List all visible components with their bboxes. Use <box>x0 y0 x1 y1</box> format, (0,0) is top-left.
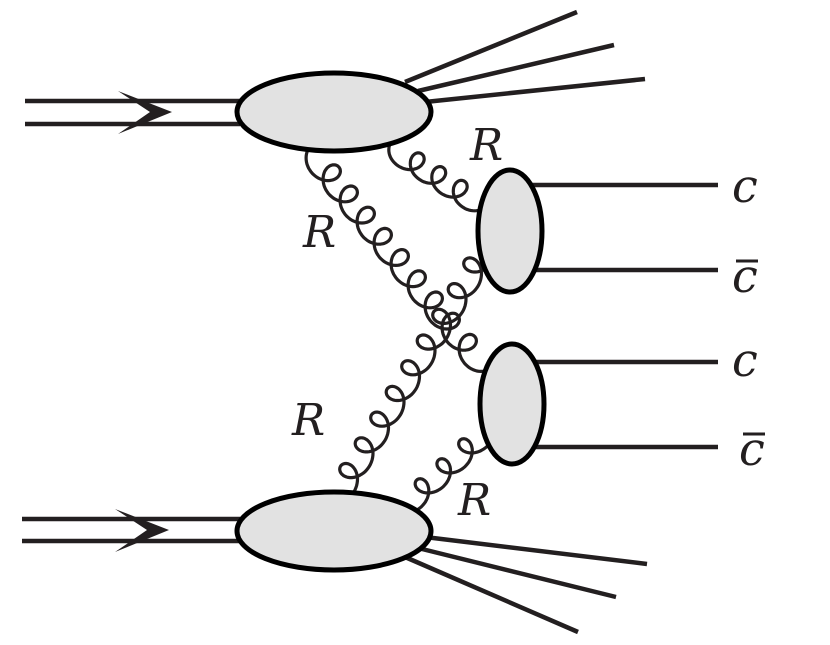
gluon-line <box>322 230 499 505</box>
arrow-head-icon <box>118 91 172 134</box>
charm-lines-bottom <box>533 359 718 450</box>
arrow-head-icon <box>115 509 169 552</box>
charm-antiquark-label: c <box>739 422 765 476</box>
charm-pair-blob-bottom <box>477 341 547 467</box>
gluon-line <box>391 417 496 515</box>
reggeon-label: R <box>469 120 503 171</box>
gluon-line <box>304 142 495 373</box>
incoming-beam-top <box>25 91 240 134</box>
reggeon-label: R <box>291 395 325 446</box>
proton-blob-bottom <box>234 489 434 573</box>
reggeon-label: R <box>302 207 336 258</box>
charm-lines-top <box>530 182 718 273</box>
remnant-jets-bottom <box>404 534 648 635</box>
gluon-line <box>387 137 491 213</box>
svg-text:c: c <box>739 422 765 476</box>
remnant-jets-top <box>404 9 646 105</box>
reggeon-gluon-lines <box>304 137 499 515</box>
charm-pair-blob-top <box>475 167 545 295</box>
svg-text:c: c <box>732 249 758 303</box>
reggeon-label: R <box>457 475 491 526</box>
charm-quark-label: c <box>732 159 758 213</box>
charm-antiquark-label: c <box>732 249 758 303</box>
charm-quark-label: c <box>732 333 758 387</box>
proton-blob-top <box>234 70 434 154</box>
incoming-beam-bottom <box>22 509 240 552</box>
